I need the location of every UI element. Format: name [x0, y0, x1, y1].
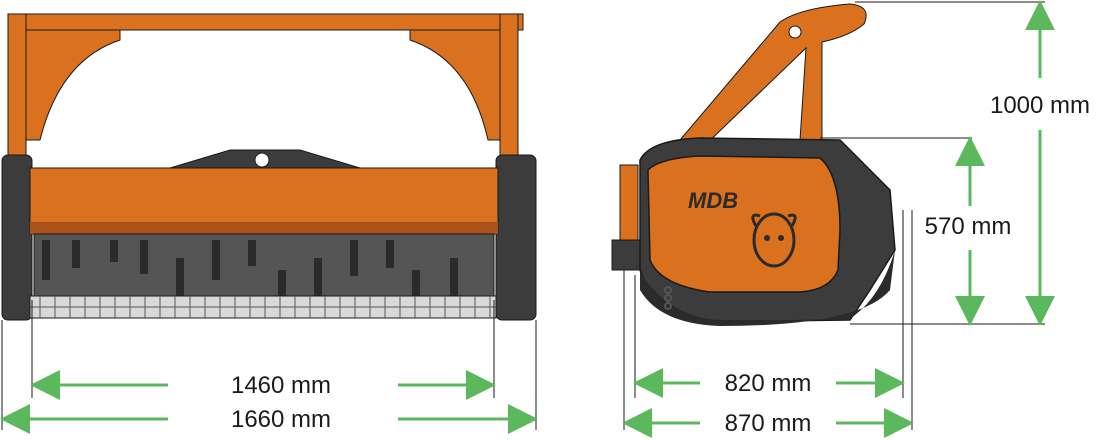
total-height-label: 1000 mm — [990, 92, 1090, 119]
rotor-drum — [33, 233, 495, 297]
inner-width-label: 1460 mm — [231, 372, 331, 399]
right-side-skid — [495, 154, 537, 321]
mdb-logo: MDB — [688, 188, 738, 213]
hitch-bracket — [611, 239, 641, 271]
roller-links — [30, 296, 496, 318]
right-frame-brace — [409, 29, 501, 141]
bull-emblem-icon — [751, 212, 797, 268]
inner-depth-label: 820 mm — [725, 370, 812, 397]
dimension-inner-width: 1460 mm — [29, 370, 496, 400]
top-link-arm-pin — [788, 25, 802, 39]
rotor-housing-shade — [30, 222, 498, 234]
side-panel — [647, 155, 841, 293]
rotor-flails — [42, 240, 458, 310]
side-view-mulcher: MDB — [611, 3, 896, 326]
dimension-housing-height: 570 mm — [925, 136, 1012, 326]
side-chain — [664, 286, 672, 310]
left-frame-post — [7, 13, 27, 157]
top-link-arm — [679, 3, 867, 151]
dimension-inner-depth: 820 mm — [633, 368, 905, 398]
outer-depth-label: 870 mm — [725, 410, 812, 437]
left-side-skid — [1, 154, 33, 321]
dimension-outer-depth: 870 mm — [622, 408, 914, 438]
top-frame-bar — [7, 13, 524, 31]
top-link-pin — [254, 152, 270, 168]
outer-width-label: 1660 mm — [231, 406, 331, 433]
left-frame-brace — [25, 29, 121, 141]
housing-height-label: 570 mm — [925, 213, 1012, 240]
dimension-outer-width: 1660 mm — [0, 404, 538, 434]
right-frame-post — [499, 13, 519, 157]
dimension-total-height: 1000 mm — [990, 0, 1090, 326]
front-view-mulcher — [1, 13, 537, 321]
